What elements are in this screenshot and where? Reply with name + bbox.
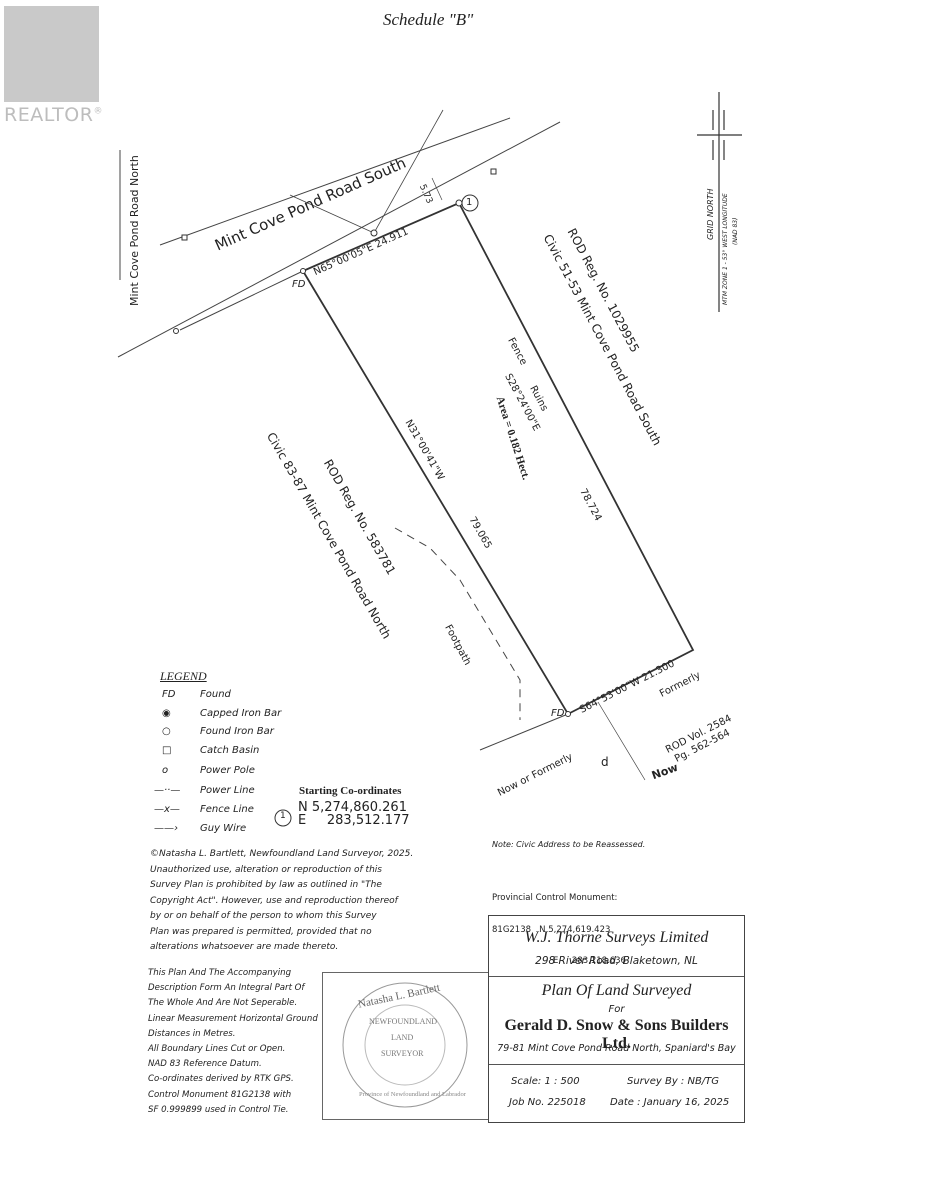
partial-label: d <box>601 755 609 769</box>
seal-province: NEWFOUNDLAND <box>369 1017 437 1026</box>
company-address: 298 River Road, Blaketown, NL <box>535 955 698 967</box>
road-south-edge <box>117 121 561 358</box>
realtor-logo <box>4 6 99 102</box>
catch-basin-icon <box>490 168 497 175</box>
north-arrow-icon <box>697 92 742 312</box>
point-1-label: 1 <box>466 197 473 208</box>
grid-north-zone: MTM ZONE 1 - 53° WEST LONGITUDE <box>722 193 729 305</box>
survey-by: Survey By : NB/TG <box>627 1076 720 1087</box>
surveyor-seal <box>342 982 468 1108</box>
seal-surveyor: SURVEYOR <box>381 1049 424 1058</box>
copyright-notice: ©Natasha L. Bartlett, Newfoundland Land … <box>150 849 414 952</box>
point-1-marker <box>274 809 292 827</box>
south-lot-line <box>479 713 569 751</box>
road-edge-segment <box>179 270 304 331</box>
legend-item: —x—Fence Line <box>154 804 254 815</box>
legend-item: ○Found Iron Bar <box>162 726 274 737</box>
starting-point-number: 1 <box>280 811 286 821</box>
guy-wire <box>373 109 444 234</box>
fd-label: FD <box>292 279 306 290</box>
civic-address-note: Note: Civic Address to be Reassessed. <box>492 840 646 849</box>
legend-title: LEGEND <box>160 669 207 683</box>
grid-north-datum: (NAD 83) <box>732 217 739 245</box>
power-pole-icon <box>370 229 378 237</box>
found-iron-bar-icon <box>565 711 571 717</box>
legend-item: ——›Guy Wire <box>154 823 247 834</box>
fd-label: FD <box>551 708 565 719</box>
road-north-edge <box>159 117 511 246</box>
road-north-label: Mint Cove Pond Road North <box>128 155 141 306</box>
scale: Scale: 1 : 500 <box>511 1076 580 1087</box>
legend-item: □Catch Basin <box>162 745 260 756</box>
client-location: 79-81 Mint Cove Pond Road North, Spaniar… <box>497 1043 736 1054</box>
grid-north-label: GRID NORTH <box>706 188 715 240</box>
catch-basin-icon <box>181 234 188 241</box>
seal-land: LAND <box>391 1033 414 1042</box>
client-name: Gerald D. Snow & Sons Builders Ltd. <box>504 1017 729 1052</box>
seal-ring-text: Province of Newfoundland and Labrador <box>359 1091 466 1098</box>
job-number: Job No. 225018 <box>509 1097 586 1108</box>
plan-title: Plan Of Land Surveyed <box>541 982 692 999</box>
power-pole-icon <box>173 328 179 334</box>
starting-coordinates-title: Starting Co-ordinates <box>299 785 402 797</box>
seal-name: Natasha L. Bartlett <box>357 981 442 1011</box>
for-label: For <box>608 1004 625 1015</box>
found-iron-bar-icon <box>300 268 306 274</box>
south-lot-line <box>597 701 646 781</box>
control-monument: Provincial Control Monument: 81G2138 N 5… <box>492 893 626 966</box>
company-name: W.J. Thorne Surveys Limited <box>524 929 709 946</box>
legend-item: ◉Capped Iron Bar <box>162 708 282 719</box>
point-1-marker <box>461 194 479 212</box>
survey-date: Date : January 16, 2025 <box>610 1097 730 1108</box>
guy-wire <box>289 194 375 234</box>
realtor-logo-text: REALTOR® <box>4 104 103 126</box>
capped-iron-bar-icon <box>455 199 463 207</box>
lot-boundary <box>301 201 695 716</box>
schedule-title: Schedule "B" <box>383 10 474 29</box>
footpath-line <box>394 527 521 720</box>
seal-box: Natasha L. Bartlett NEWFOUNDLAND LAND SU… <box>322 972 489 1120</box>
legend-item: —··—Power Line <box>154 785 255 796</box>
title-block: W.J. Thorne Surveys Limited 298 River Ro… <box>488 915 745 1123</box>
